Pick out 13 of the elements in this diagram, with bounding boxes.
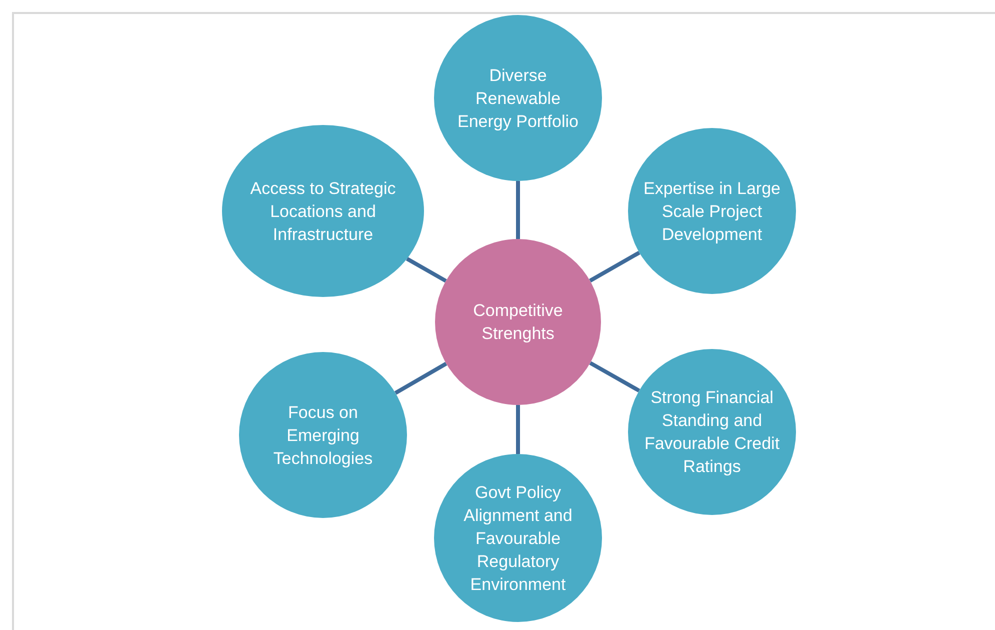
connector-line [516, 181, 520, 239]
circle-label: Govt Policy Alignment and Favourable Regulatory Environment [462, 482, 574, 596]
connector-line [406, 257, 447, 283]
connector-line [589, 361, 640, 392]
circle-label: Expertise in Large Scale Project Development [642, 178, 782, 246]
circle-label: Competitive Strenghts [472, 300, 564, 345]
circle-label: Diverse Renewable Energy Portfolio [456, 64, 580, 132]
circle-label: Access to Strategic Locations and Infrastructure [249, 178, 397, 246]
connector-line [516, 405, 520, 454]
connector-line [394, 362, 448, 395]
circle-label: Focus on Emerging Technologies [272, 402, 374, 470]
connector-line [589, 250, 640, 283]
circle-label: Strong Financial Standing and Favourable Credit Ratings [643, 387, 781, 478]
